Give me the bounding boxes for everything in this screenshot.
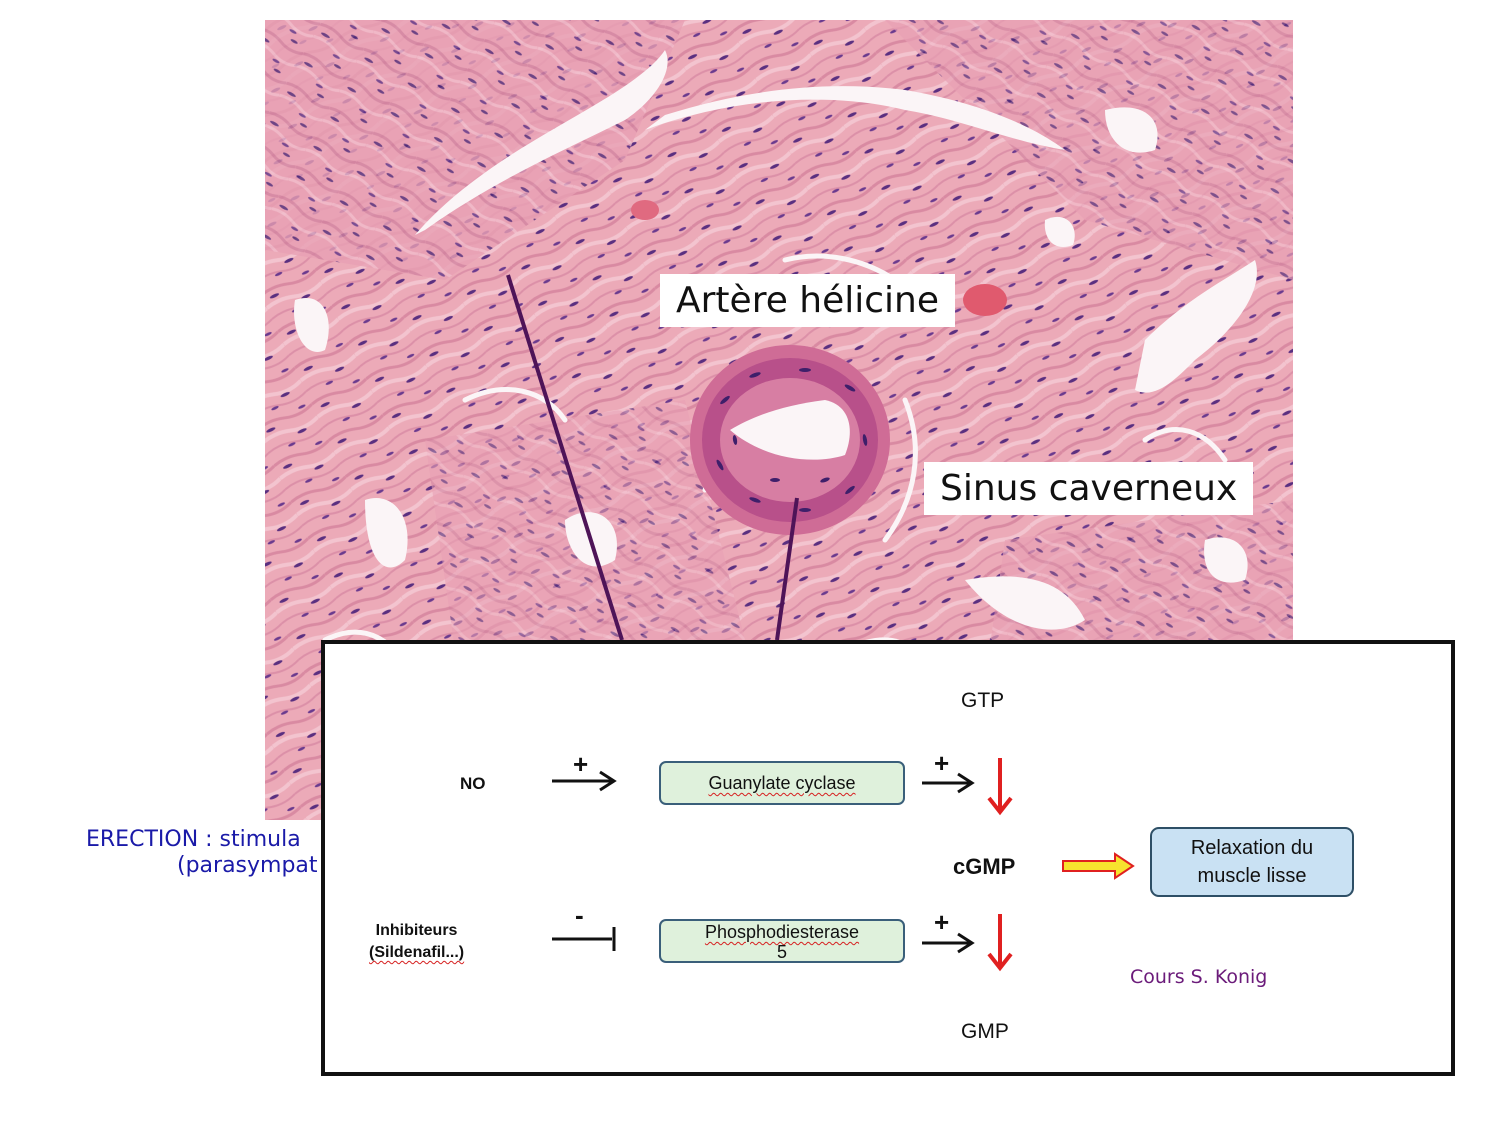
red-arrow-cgmp-to-gmp	[987, 914, 1013, 972]
yellow-arrow-relaxation	[1062, 852, 1135, 880]
course-credit: Cours S. Konig	[1130, 966, 1268, 988]
gtp-label: GTP	[961, 689, 1005, 712]
gmp-label: GMP	[961, 1020, 1009, 1043]
guanylate-cyclase-label: Guanylate cyclase	[708, 773, 856, 793]
pde5-line-1: Phosphodiesterase	[704, 922, 860, 942]
inhibitors-label: Inhibiteurs (Sildenafil...)	[369, 920, 464, 964]
minus-sign: -	[575, 900, 584, 930]
plus-sign-no: +	[573, 749, 589, 779]
relaxation-box: Relaxation du muscle lisse	[1150, 827, 1354, 897]
pointer-line-artery	[775, 497, 799, 641]
red-arrow-gtp-to-cgmp	[987, 758, 1013, 816]
activation-arrow-gc	[922, 772, 975, 794]
cgmp-label: cGMP	[953, 854, 1016, 879]
inhibitors-line-1: Inhibiteurs	[375, 922, 458, 939]
pointer-line-sinus	[506, 274, 624, 641]
activation-arrow-no	[552, 770, 617, 792]
pde5-box: Phosphodiesterase 5	[659, 919, 905, 963]
inhibition-arrow	[552, 927, 616, 951]
guanylate-cyclase-box: Guanylate cyclase	[659, 761, 905, 805]
callout-artery: Artère hélicine	[660, 274, 956, 327]
activation-arrow-pde	[922, 932, 975, 954]
inhibitors-line-2: (Sildenafil...)	[369, 944, 465, 961]
callout-sinus: Sinus caverneux	[924, 462, 1254, 515]
relaxation-line-1: Relaxation du	[1190, 837, 1314, 859]
relaxation-line-2: muscle lisse	[1197, 865, 1307, 887]
caption-line-2: (parasympat	[177, 853, 318, 878]
pde5-line-2: 5	[776, 942, 787, 962]
caption-line-1: ERECTION : stimula	[86, 827, 301, 852]
plus-sign-gc: +	[934, 748, 950, 778]
no-label: NO	[460, 774, 486, 793]
pathway-diagram: GTP NO + Guanylate cyclase + cGMP Relaxa…	[321, 640, 1455, 1076]
plus-sign-pde: +	[934, 907, 950, 937]
